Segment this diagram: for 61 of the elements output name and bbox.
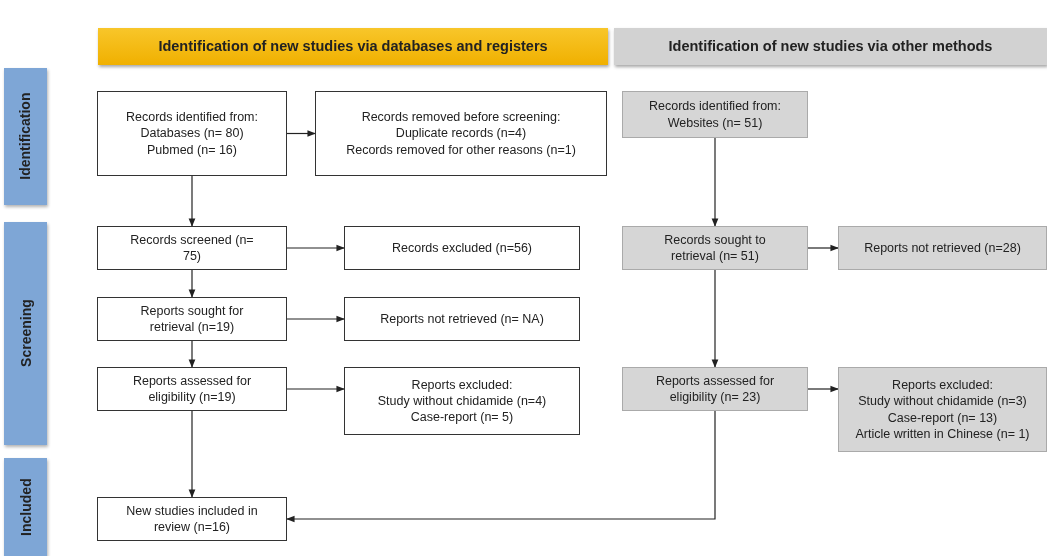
arrow [188,340,196,368]
box-text: Study without chidamide (n=3) [858,393,1027,410]
process-box [622,226,808,270]
process-box [97,297,287,341]
phase-band [4,222,47,445]
header-text: Identification of new studies via databases and registers [158,37,548,56]
box-text: Reports assessed for eligibility (n= 23) [654,372,776,406]
process-box [97,226,287,270]
header-banner [98,28,608,65]
phase-label: Screening [16,299,35,368]
process-box [838,367,1047,452]
box-text: Records sought to retrieval (n= 51) [663,231,767,265]
box-text: New studies included in review (n=16) [125,502,259,536]
box-text: Article written in Chinese (n= 1) [855,425,1030,442]
arrow [711,269,719,368]
box-text: Reports sought for retrieval (n=19) [139,302,245,336]
box-text: Records removed for other reasons (n=1) [346,141,576,158]
arrow [188,410,196,498]
box-text: Reports assessed for eligibility (n=19) [131,372,253,406]
box-text: Study without chidamide (n=4) [377,392,547,410]
process-box [97,367,287,411]
box-text: Reports excluded: [892,377,993,394]
process-box [622,91,808,138]
arrow [286,410,716,523]
box-text: Case-report (n= 13) [887,409,998,426]
box-text: Records identified from: [126,109,258,126]
header-text: Identification of new studies via other methods [668,37,993,56]
process-box [315,91,607,176]
box-text: Records excluded (n=56) [392,239,532,257]
process-box [97,497,287,541]
arrow [807,244,839,252]
arrow [286,315,345,323]
arrow [286,244,345,252]
arrow [807,385,839,393]
box-text: Reports excluded: [411,376,513,393]
process-box [838,226,1047,270]
box-text: Reports not retrieved (n= NA) [380,310,544,328]
phase-label: Identification [16,92,35,181]
process-box [622,367,808,411]
phase-band [4,68,47,205]
arrow [286,385,345,393]
process-box [344,297,580,341]
process-box [344,367,580,435]
arrow [711,137,719,227]
arrow [188,269,196,298]
box-text: Databases (n= 80) [140,125,244,142]
phase-label: Included [16,478,35,536]
arrow [188,175,196,227]
process-box [344,226,580,270]
box-text: Pubmed (n= 16) [147,141,237,158]
box-text: Records screened (n= 75) [129,231,255,265]
phase-band [4,458,47,556]
header-banner [614,28,1047,65]
process-box [97,91,287,176]
box-text: Websites (n= 51) [667,114,763,131]
box-text: Case-report (n= 5) [410,409,514,426]
box-text: Records identified from: [649,98,781,115]
box-text: Reports not retrieved (n=28) [864,239,1021,257]
box-text: Records removed before screening: [361,109,561,126]
arrow [286,130,316,137]
box-text: Duplicate records (n=4) [395,125,527,142]
